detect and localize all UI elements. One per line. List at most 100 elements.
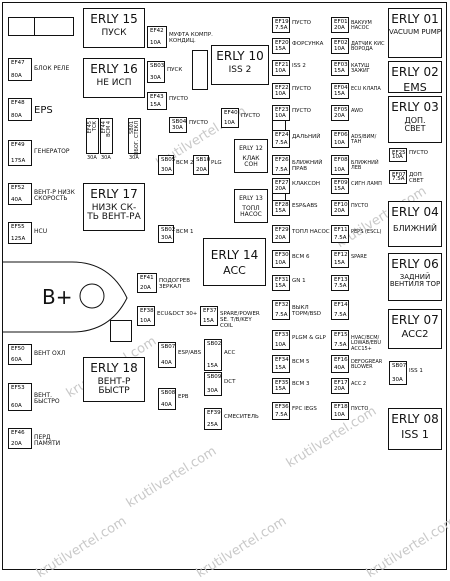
fuse-label: BCM 2 bbox=[176, 160, 194, 166]
fuse-rating: 10A bbox=[275, 342, 286, 348]
fuse-code: SB02 bbox=[161, 227, 176, 233]
fuse-code: EF09 bbox=[334, 180, 348, 186]
fuse-code: EF23 bbox=[275, 107, 289, 113]
relay-function: ПУСК bbox=[101, 28, 127, 38]
fuse-code: EF55 bbox=[11, 224, 25, 230]
relay-erly-06: ERLY 06 ЗАДНИЙ ВЕНТИЛЯ ТОР bbox=[388, 253, 442, 301]
fuse-label: БЛОК РЕЛЕ bbox=[34, 64, 70, 72]
fuse-code: EF39 bbox=[207, 410, 221, 416]
fuse-label: SPARE bbox=[351, 254, 367, 260]
relay-function: EMS bbox=[403, 81, 427, 94]
fuse-label: EPS bbox=[34, 104, 53, 116]
fuse-code: EF40 bbox=[224, 110, 238, 116]
fuse: EF55 125A bbox=[8, 222, 32, 244]
fuse-rating: 15A bbox=[334, 186, 345, 192]
fuse-code: EF36 bbox=[275, 404, 289, 410]
relay-erly-02: ERLY 02 EMS bbox=[388, 61, 442, 93]
connector-block bbox=[34, 17, 74, 36]
fuse-code: EF14 bbox=[334, 302, 348, 308]
relay-erly-14: ERLY 14 ACC bbox=[203, 238, 266, 286]
fuse-code: SB08 bbox=[161, 390, 176, 396]
fuse-label: БЛИЖНИЙ ЛЕВ bbox=[351, 160, 379, 172]
fuse-code: SB03 bbox=[150, 63, 165, 69]
fuse-label: ECU КЛАПА bbox=[351, 86, 381, 92]
relay-erly-18: ERLY 18 ВЕНТ-Р БЫСТР bbox=[83, 357, 145, 402]
fuse-code: EF19 bbox=[275, 19, 289, 25]
relay-erly-04: ERLY 04 БЛИЖНИЙ bbox=[388, 201, 442, 247]
fuse-rating: 80A bbox=[11, 113, 22, 119]
fuse-label: ТОПЛ НАСОС bbox=[292, 229, 330, 235]
relay-erly-07: ERLY 07 ACC2 bbox=[388, 309, 442, 349]
fuse-code: EF31 bbox=[275, 277, 289, 283]
fuse-label: ПУСТО bbox=[351, 406, 369, 412]
fuse-rating: 7.5A bbox=[334, 283, 347, 289]
fuse-rating: 15A bbox=[275, 365, 286, 371]
fuse-code: SB09 bbox=[207, 374, 222, 380]
fuse-rating: 15A bbox=[334, 260, 345, 266]
fuse-code: EF12 bbox=[334, 252, 348, 258]
fuse-rating: 20A bbox=[334, 208, 345, 214]
fuse-rating: 15A bbox=[275, 386, 286, 392]
fuse-code: SB05 bbox=[161, 157, 176, 163]
fuse-label: BCM 1 bbox=[176, 229, 194, 235]
relay-name: ERLY 14 bbox=[210, 248, 259, 262]
relay-function: КЛАК СОН bbox=[242, 155, 260, 168]
fuse-label: BCM 5 bbox=[292, 359, 310, 365]
fuse-label: ПУСК bbox=[167, 67, 183, 73]
fuse-label: ACC bbox=[224, 350, 236, 356]
fuse-code: EF08 bbox=[334, 157, 348, 163]
relay-name: ERLY 15 bbox=[90, 12, 138, 26]
fuse-code: EF33 bbox=[275, 332, 289, 338]
fuse-code: EF01 bbox=[334, 19, 348, 25]
fuse-code: EF32 bbox=[275, 302, 289, 308]
fuse: SB02 30A bbox=[158, 225, 176, 243]
battery-label: B+ bbox=[42, 285, 73, 309]
fuse-label: БЛИЖНИЙ ПРАВ bbox=[292, 160, 323, 172]
fuse-code: EF13 bbox=[334, 277, 348, 283]
fuse-rating: 80A bbox=[11, 73, 22, 79]
relay-erly-16: ERLY 16 НЕ ИСП bbox=[83, 58, 145, 98]
relay-name: ERLY 16 bbox=[90, 62, 138, 76]
fuse-rating: 7.5A bbox=[334, 342, 347, 348]
fuse-rating: 10A bbox=[275, 91, 286, 97]
fuse-code: EF38 bbox=[140, 308, 154, 314]
fuse-rating: 30A bbox=[161, 235, 172, 241]
fuse-label: BCM 6 bbox=[292, 254, 310, 260]
fuse-rating: 30A bbox=[101, 155, 111, 161]
spare-slot bbox=[192, 50, 208, 90]
fuse-rating: 60A bbox=[11, 403, 22, 409]
fuse-code: EF46 bbox=[11, 430, 25, 436]
relay-function: ДОП. СВЕТ bbox=[404, 116, 426, 134]
fuse-rating: 125A bbox=[11, 236, 26, 242]
fuse-rating: 10A bbox=[392, 154, 403, 160]
fuse-code: SB07 bbox=[161, 344, 176, 350]
fuse-code: EF18 bbox=[334, 404, 348, 410]
fuse-label: ОБОГ. СТЕКЛ bbox=[134, 121, 140, 156]
fuse-code: EF26 bbox=[275, 157, 289, 163]
fuse-label: PEPS (ESCL) bbox=[351, 229, 382, 235]
